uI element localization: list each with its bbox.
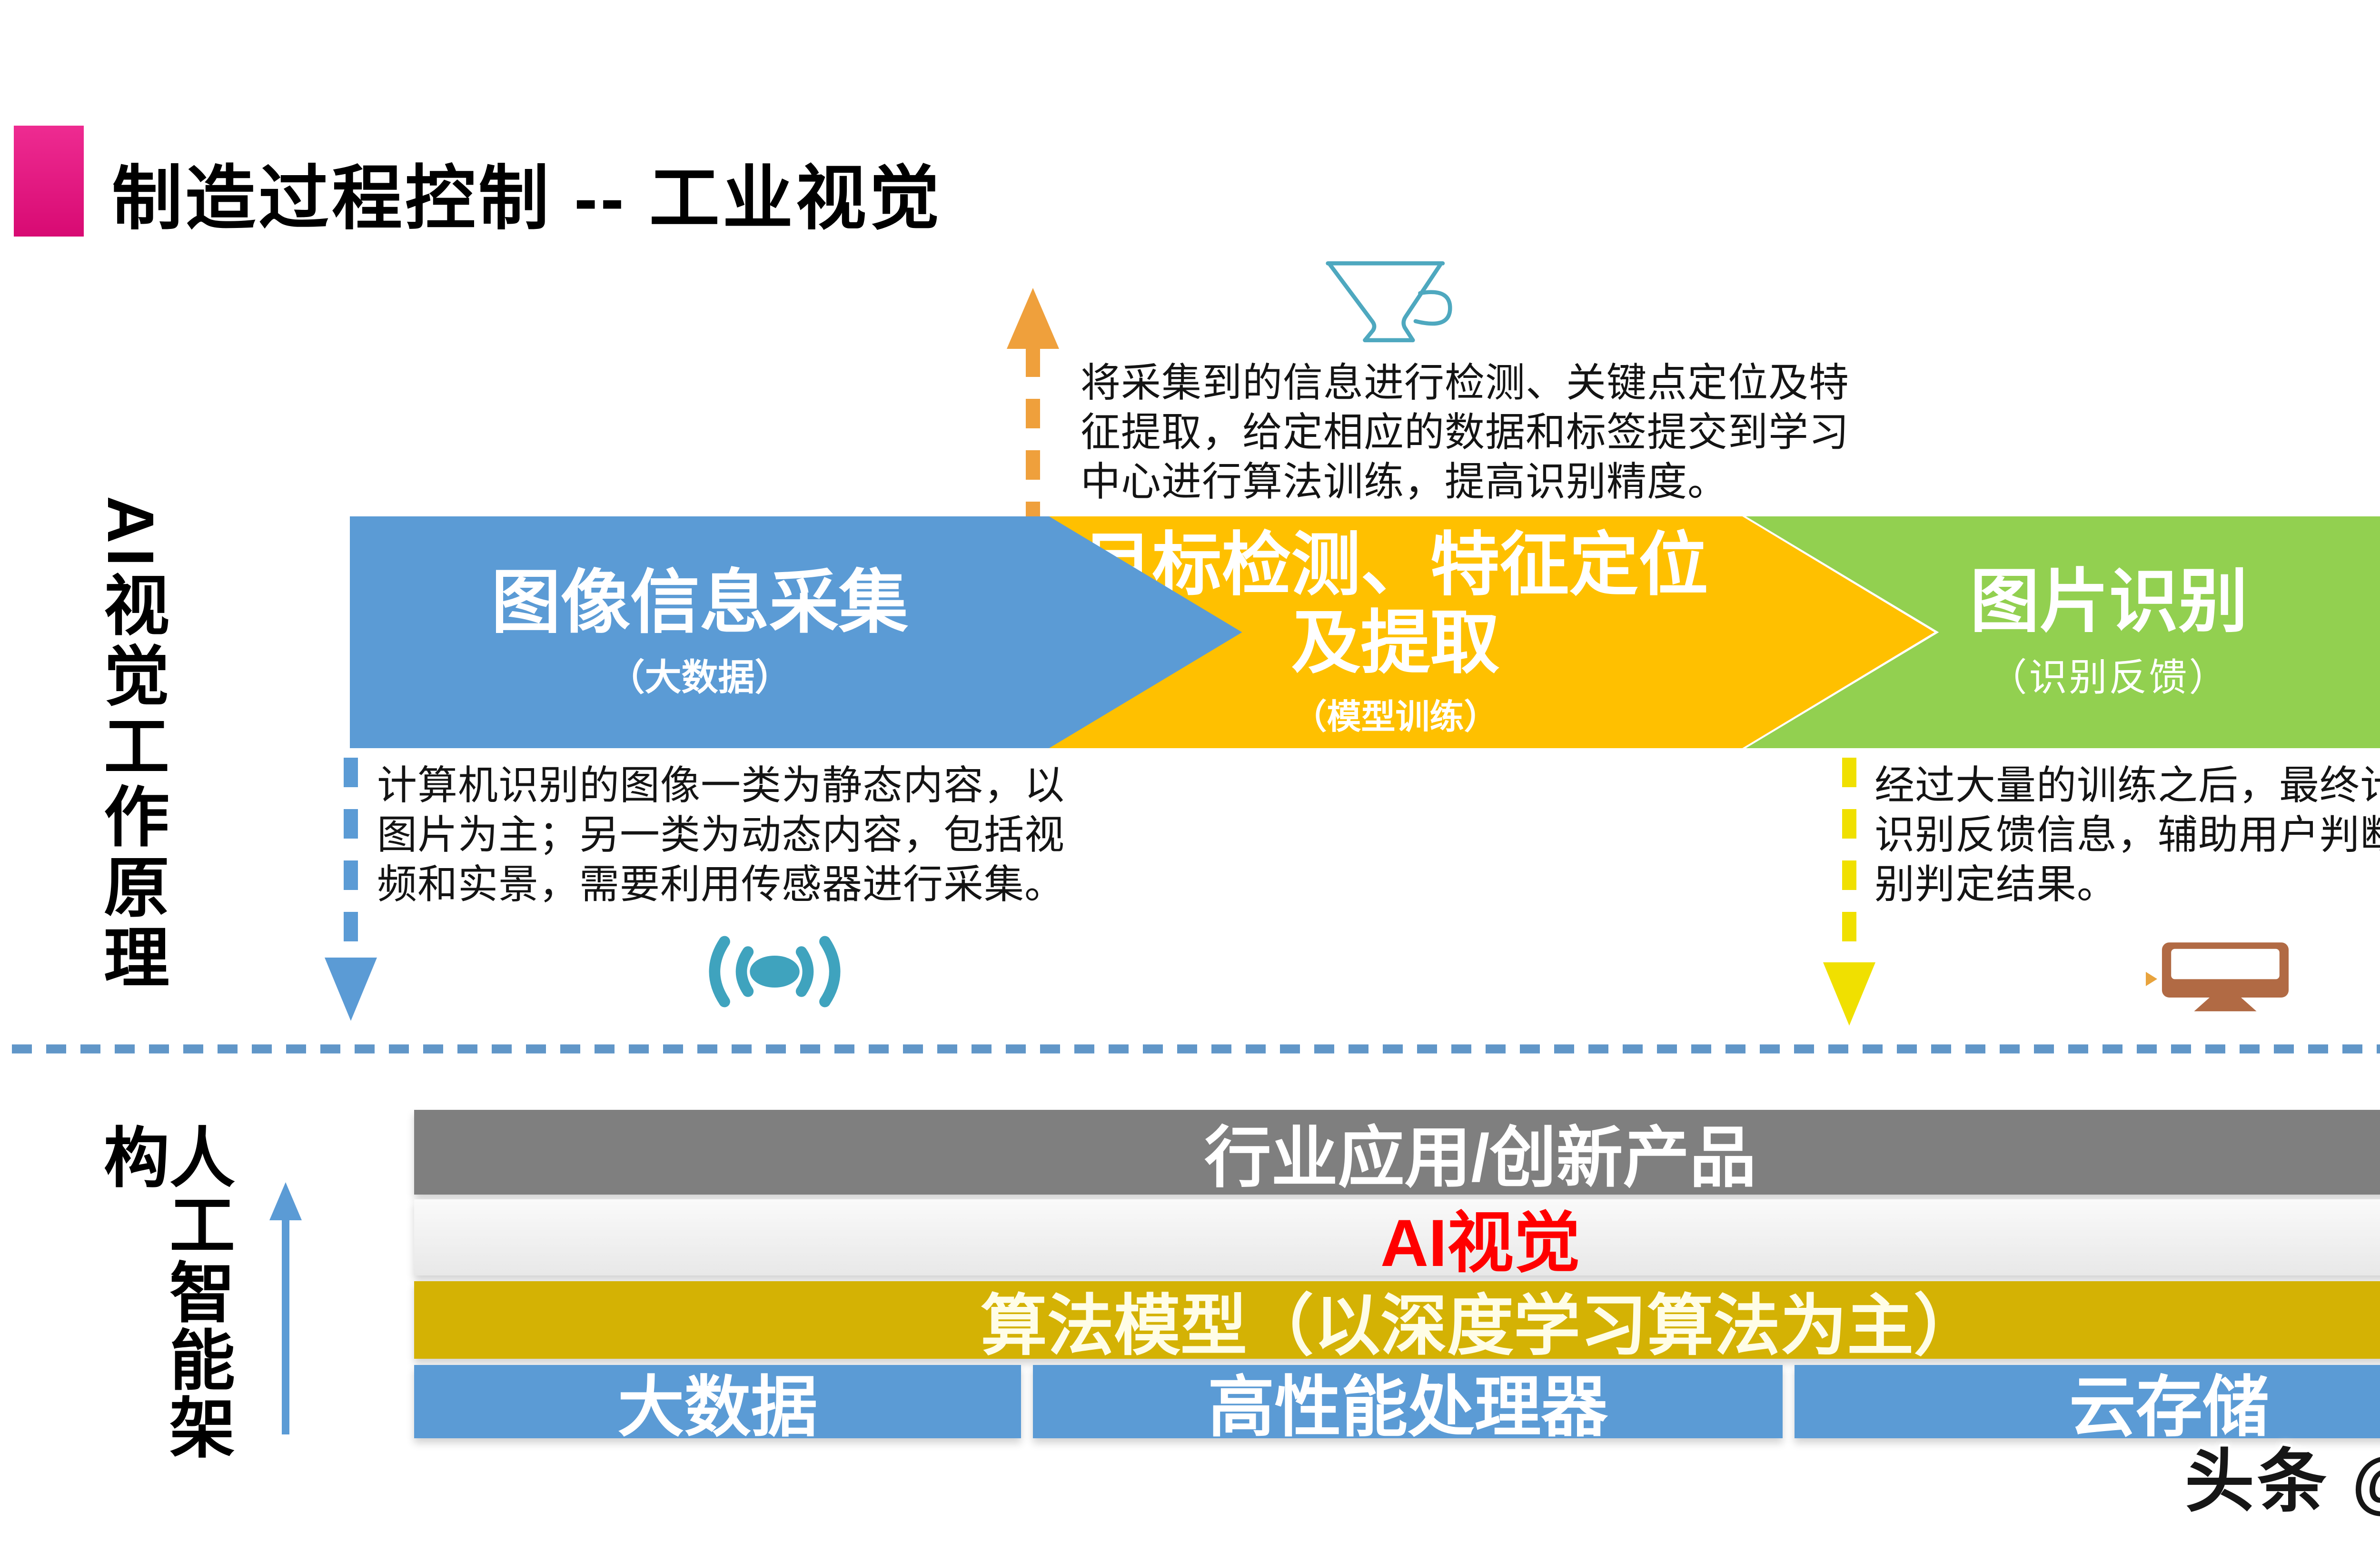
slide-title: 制造过程控制 -- 工业视觉 — [112, 159, 942, 238]
layer-industry-applications: 行业应用/创新产品 — [414, 1110, 2380, 1195]
base-segment-big-data: 大数据 — [414, 1365, 1021, 1444]
title-accent-bar — [14, 126, 84, 237]
step-sublabel: （模型训练） — [1292, 698, 1498, 736]
layer-ai-vision: AI视觉 — [414, 1199, 2380, 1280]
sensor-icon — [693, 928, 857, 1016]
annotation-training: 将采集到的信息进行检测、关键点定位及特 征提取，给定相应的数据和标签提交到学习 … — [1081, 360, 1850, 504]
funnel-cup-icon — [1324, 257, 1460, 347]
small-orange-marker — [2146, 972, 2157, 986]
monitor-icon — [2161, 941, 2290, 1014]
annotation-capture: 计算机识别的图像一类为静态内容，以 图片为主；另一类为动态内容，包括视 频和实景… — [377, 763, 1065, 907]
step-label: 图像信息采集 — [491, 563, 908, 642]
step-sublabel: （大数据） — [608, 657, 792, 698]
step-sublabel: （识别反馈） — [1989, 656, 2229, 699]
architecture-up-arrow-icon — [265, 1180, 307, 1436]
dashed-down-arrow-blue-icon — [320, 758, 382, 1023]
step-label: 图片识别 — [1970, 562, 2248, 640]
base-segment-hpc: 高性能处理器 — [1033, 1365, 1783, 1444]
dashed-up-arrow-icon — [1002, 286, 1064, 521]
base-segment-cloud-storage: 云存储 — [1795, 1365, 2380, 1444]
annotation-feedback: 经过大量的训练之后，最终计算机给予相应的 识别反馈信息，辅助用户判断甚至直接给出… — [1874, 763, 2380, 907]
step-label: 目标检测、特征定位 及提取 — [1082, 526, 1708, 682]
dashed-down-arrow-yellow-icon — [1818, 758, 1880, 1028]
section-divider — [0, 1043, 2380, 1055]
flow-step-image-capture: 图像信息采集 （大数据） — [350, 516, 1242, 748]
rail-label-ai-vision-principle: AI视觉工作原理 — [94, 496, 167, 994]
layer-algorithm-model: 算法模型（以深度学习算法为主） — [414, 1281, 2380, 1363]
watermark: 头条 @大音智能 — [2185, 1443, 2380, 1520]
rail-label-ai-architecture: 人工智能架构 — [94, 1123, 233, 1461]
